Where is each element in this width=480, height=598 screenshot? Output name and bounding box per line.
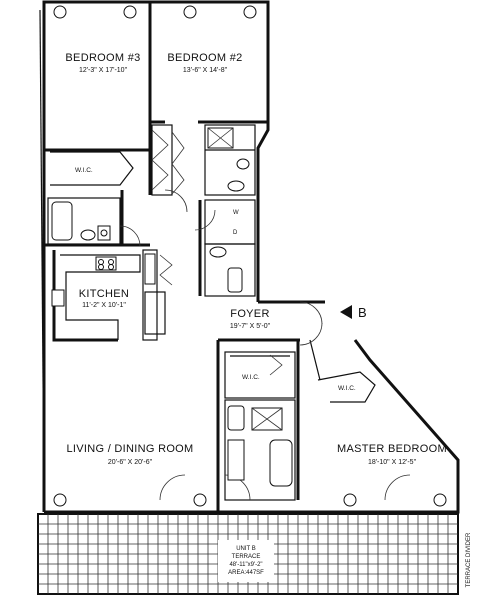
bedroom2-name: BEDROOM #2 — [167, 52, 242, 64]
foyer-dims: 19'-7" X 5'-0" — [230, 323, 271, 330]
bedroom3-name: BEDROOM #3 — [65, 52, 140, 64]
wic-bedroom3: W.I.C. — [75, 167, 93, 174]
terrace-divider-label: TERRACE DIVIDER — [466, 532, 472, 587]
terrace-labels: UNIT B TERRACE 48'-11"x9'-2" AREA:447SF … — [218, 532, 472, 587]
fixtures — [51, 127, 293, 487]
terrace-label: TERRACE — [232, 554, 261, 560]
room-labels: BEDROOM #3 12'-3" X 17'-10" BEDROOM #2 1… — [65, 52, 447, 466]
kitchen-dims: 11'-2" X 10'-1" — [82, 302, 126, 309]
columns — [53, 5, 447, 507]
wic-master-1: W.I.C. — [242, 374, 260, 381]
terrace-dims: 48'-11"x9'-2" — [229, 562, 262, 568]
wic-master-2: W.I.C. — [338, 385, 356, 392]
foyer-name: FOYER — [230, 308, 269, 320]
bedroom3-dims: 12'-3" X 17'-10" — [79, 67, 128, 74]
bedroom2-dims: 13'-6" X 14'-8" — [183, 67, 228, 74]
master-name: MASTER BEDROOM — [337, 443, 447, 455]
master-dims: 18'-10" X 12'-5" — [368, 459, 417, 466]
washer-label: W — [233, 210, 239, 216]
dryer-label: D — [233, 230, 238, 236]
unit-letter: B — [358, 305, 367, 320]
terrace-unit: UNIT B — [236, 546, 256, 552]
exterior-walls — [39, 0, 460, 514]
unit-entry-marker: B — [340, 305, 367, 320]
living-name: LIVING / DINING ROOM — [66, 443, 193, 455]
terrace-area: AREA:447SF — [228, 570, 264, 576]
living-dims: 20'-6" X 20'-6" — [108, 459, 153, 466]
kitchen-name: KITCHEN — [79, 288, 129, 300]
interior-walls — [44, 120, 376, 512]
